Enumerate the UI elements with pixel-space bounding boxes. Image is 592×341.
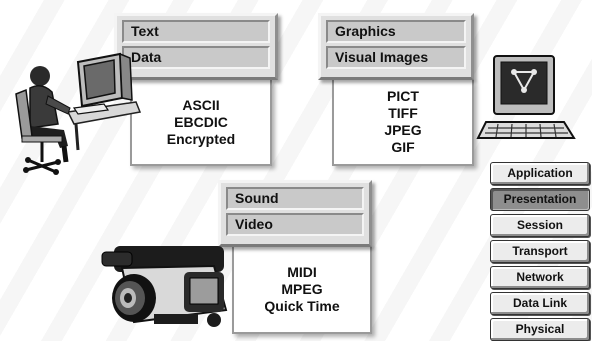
sound-formats-panel: MIDI MPEG Quick Time — [232, 246, 372, 334]
layer-session: Session — [490, 214, 590, 237]
graphics-formats-panel: PICT TIFF JPEG GIF — [332, 80, 474, 166]
label-graphics: Graphics — [326, 20, 466, 43]
label-visual-images: Visual Images — [326, 46, 466, 69]
format-ascii: ASCII — [182, 96, 220, 113]
format-gif: GIF — [391, 139, 415, 155]
layer-presentation: Presentation — [490, 188, 590, 211]
format-quick-time: Quick Time — [264, 297, 340, 314]
layer-transport: Transport — [490, 240, 590, 263]
format-ebcdic: EBCDIC — [174, 113, 228, 130]
computer-monitor-icon — [476, 55, 576, 139]
person-at-computer-icon — [15, 52, 142, 175]
format-encrypted: Encrypted — [166, 130, 236, 147]
video-camera-icon — [101, 246, 228, 327]
layer-data-link: Data Link — [490, 292, 590, 315]
format-pict: PICT — [387, 88, 419, 104]
format-tiff: TIFF — [388, 105, 418, 121]
layer-application: Application — [490, 162, 590, 185]
format-mpeg: MPEG — [281, 280, 323, 297]
text-formats-panel: ASCII EBCDIC Encrypted — [130, 80, 272, 166]
label-data: Data — [122, 46, 270, 69]
sound-card-header: Sound Video — [218, 180, 372, 247]
label-video: Video — [226, 213, 364, 236]
layer-network: Network — [490, 266, 590, 289]
label-sound: Sound — [226, 187, 364, 210]
label-text: Text — [122, 20, 270, 43]
graphics-card-header: Graphics Visual Images — [318, 13, 474, 80]
layer-physical: Physical — [490, 318, 590, 341]
text-card-header: Text Data — [114, 13, 278, 80]
format-jpeg: JPEG — [384, 122, 422, 138]
osi-layer-stack: Application Presentation Session Transpo… — [490, 162, 590, 341]
format-midi: MIDI — [287, 263, 317, 280]
